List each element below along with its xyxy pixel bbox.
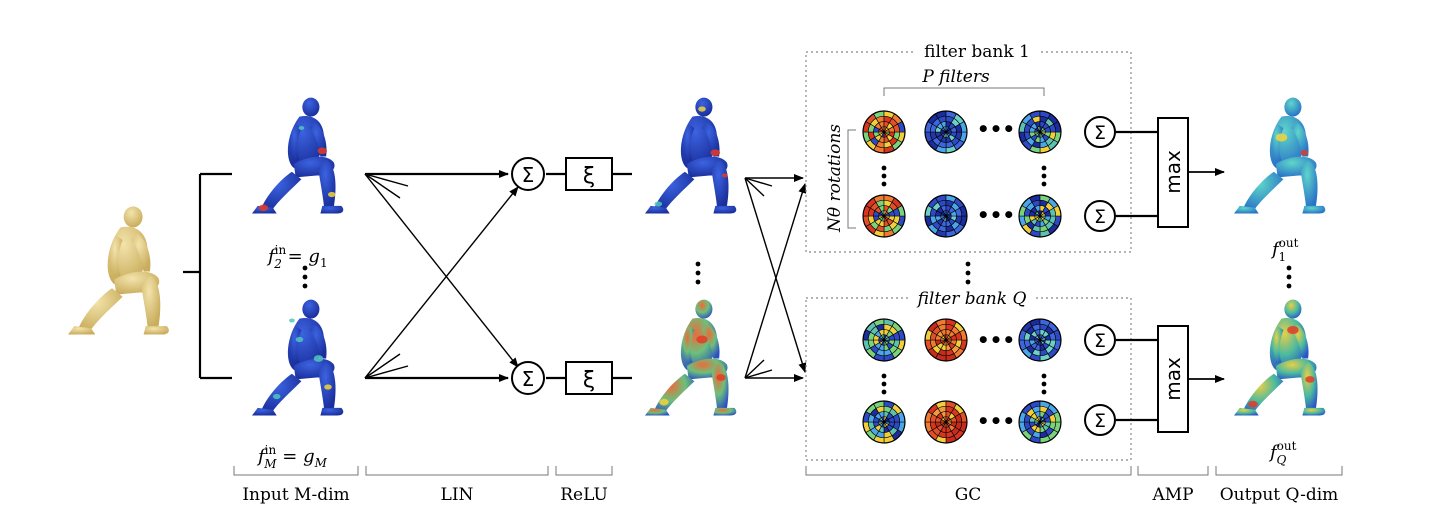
filter-bank-1-frame xyxy=(805,51,1132,253)
relu-symbol: ξ xyxy=(583,368,595,393)
filter-bank1-rN-p2 xyxy=(924,194,968,238)
gc-sum-bankq-row1: Σ xyxy=(1084,324,1116,356)
filter-bank-1-label: filter bank 1 xyxy=(924,42,1030,62)
filter-bank1-rN-p1 xyxy=(862,194,906,238)
bankq-label-bg xyxy=(910,286,1034,308)
mesh-figures xyxy=(68,97,1326,416)
lin-cross-down xyxy=(364,173,519,368)
gc-fan-4 xyxy=(744,359,765,379)
max-label: max xyxy=(1161,357,1185,401)
input-feature-top-figure xyxy=(252,97,344,214)
sum-symbol: Σ xyxy=(522,367,535,391)
gc-cross-up xyxy=(744,183,807,379)
input-shape-figure xyxy=(68,206,169,335)
rotations-label: Nθ rotations xyxy=(825,124,845,233)
gc-fan-2 xyxy=(744,177,765,197)
section-input-label: Input M-dim xyxy=(242,485,349,505)
max-box-1: max xyxy=(1157,117,1189,228)
lin-cross-up xyxy=(364,186,519,379)
section-relu-label: ReLU xyxy=(560,485,608,505)
filter-bankQ-r1-pP xyxy=(1018,318,1062,362)
filter-bank1-r1-pP xyxy=(1018,110,1062,154)
filter-bank1-r1-p1 xyxy=(862,110,906,154)
max-label: max xyxy=(1161,150,1185,194)
sum-symbol: Σ xyxy=(1094,206,1106,228)
sum-symbol: Σ xyxy=(1094,410,1106,432)
filter-bankQ-rN-p2 xyxy=(924,400,968,444)
filter-bank1-rN-pP xyxy=(1018,194,1062,238)
relu-feature-top-figure xyxy=(645,97,737,214)
rotations-bracket xyxy=(847,129,856,229)
gc-sum-bankq-row2: Σ xyxy=(1084,404,1116,436)
input-feature-bottom-figure xyxy=(252,299,344,416)
section-brackets xyxy=(233,466,1343,476)
ellipsis-bankq-row2: ••• xyxy=(977,409,1015,433)
filter-bank-q-label: filter bank Q xyxy=(916,289,1027,309)
sum-symbol: Σ xyxy=(1094,330,1106,352)
ellipsis-bank1-row2: ••• xyxy=(977,203,1015,227)
relu-feature-bottom-figure xyxy=(645,299,737,416)
output-feature-bottom-figure xyxy=(1234,299,1326,416)
sum-symbol: Σ xyxy=(1094,122,1106,144)
gc-cross-down xyxy=(744,177,807,373)
p-filters-label: P filters xyxy=(921,67,990,87)
lin-cross-lines xyxy=(364,173,807,382)
bank1-label-bg xyxy=(915,40,1039,62)
section-output-label: Output Q-dim xyxy=(1220,485,1339,505)
section-gc-label: GC xyxy=(955,485,982,505)
sum-symbol: Σ xyxy=(522,163,535,187)
sum-node-top: Σ xyxy=(511,157,545,191)
filter-bank1-r1-p2 xyxy=(924,110,968,154)
section-lin-label: LIN xyxy=(441,485,474,505)
filter-bankQ-rN-p1 xyxy=(862,400,906,444)
relu-box-bottom: ξ xyxy=(565,361,613,395)
vertical-dots xyxy=(302,165,1292,395)
polar-filters xyxy=(862,110,1062,444)
output-feature-top-figure xyxy=(1234,97,1326,214)
gc-sum-bank1-row2: Σ xyxy=(1084,200,1116,232)
sum-node-bottom: Σ xyxy=(511,361,545,395)
gc-sum-nodes: Σ Σ Σ Σ xyxy=(1084,116,1116,436)
filter-bankQ-r1-p2 xyxy=(924,318,968,362)
ellipsis-bankq-row1: ••• xyxy=(977,328,1015,352)
fan-top-2 xyxy=(364,173,401,199)
gc-fan-1 xyxy=(744,177,773,187)
fan-bottom-1 xyxy=(364,365,409,379)
fan-bottom-2 xyxy=(364,353,401,379)
relu-symbol: ξ xyxy=(583,164,595,189)
gc-fan-3 xyxy=(744,369,773,379)
connectors xyxy=(183,170,509,382)
section-amp-label: AMP xyxy=(1151,485,1193,505)
filter-bankQ-r1-p1 xyxy=(862,318,906,362)
filter-bankQ-rN-pP xyxy=(1018,400,1062,444)
relu-box-top: ξ xyxy=(565,157,613,191)
gc-sum-bank1-row1: Σ xyxy=(1084,116,1116,148)
p-filters-bracket xyxy=(883,87,1045,96)
ellipsis-bank1-row1: ••• xyxy=(977,117,1015,141)
filter-bank-q-frame xyxy=(805,297,1132,461)
fan-top-1 xyxy=(364,173,409,187)
max-box-q: max xyxy=(1157,325,1189,433)
